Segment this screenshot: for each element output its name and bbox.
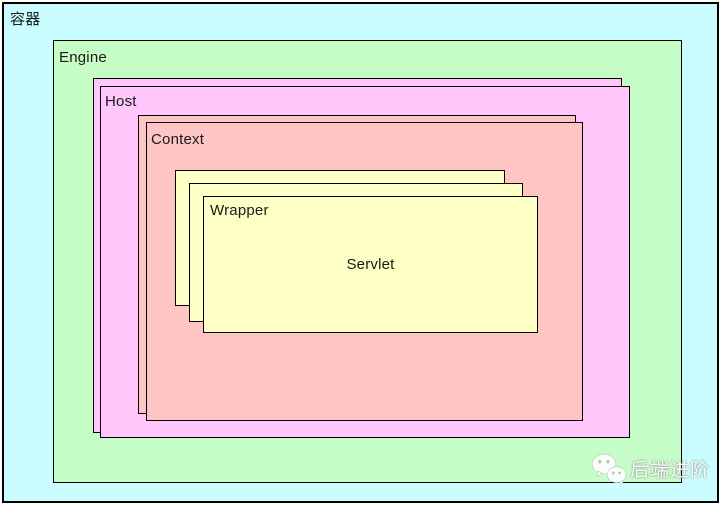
wechat-icon (592, 453, 627, 484)
container-label: 容器 (10, 11, 41, 28)
watermark: 后端进阶 (591, 452, 710, 484)
watermark-text: 后端进阶 (630, 459, 711, 481)
servlet-label: Servlet (346, 256, 395, 273)
wrapper-label: Wrapper (210, 202, 269, 219)
engine-label: Engine (59, 49, 107, 66)
wrapper-box-front: Servlet (203, 196, 538, 333)
context-label: Context (151, 131, 205, 148)
host-label: Host (105, 93, 137, 110)
